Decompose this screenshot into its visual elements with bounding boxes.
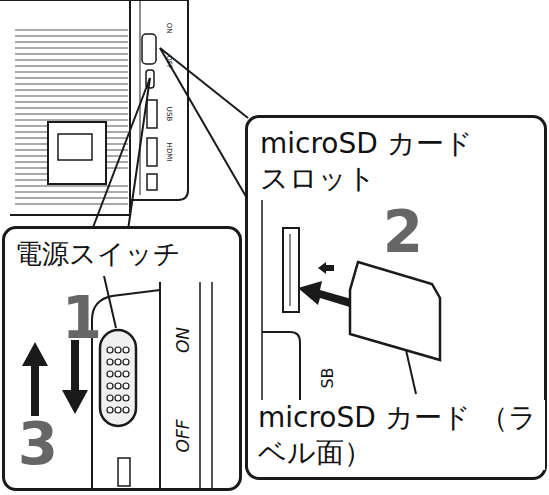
- port-label: ON: [175, 327, 192, 353]
- callout-number: 2: [383, 203, 423, 261]
- leader-lines: [92, 48, 248, 230]
- panel-ground: [246, 116, 545, 469]
- port-label: ON: [165, 23, 172, 34]
- callout-number: 1: [62, 289, 102, 347]
- callout-title: microSD カード スロット: [258, 126, 507, 196]
- port-label: USB: [165, 107, 172, 121]
- port-label: OFF: [165, 55, 172, 69]
- callout-panel: microSD カード スロット microSD カード （ラベル面）: [245, 115, 547, 480]
- device-body: [0, 0, 188, 215]
- slide-arrows: [22, 340, 88, 416]
- switch-zoom: [92, 276, 212, 488]
- callout-title: 電源スイッチ: [13, 237, 232, 271]
- panel-ground: [3, 227, 235, 490]
- callout-number: 3: [18, 415, 58, 473]
- port-label: OFF: [175, 420, 192, 453]
- callout-title: microSD カード （ラベル面）: [256, 400, 545, 470]
- port-label: HDMI: [165, 143, 172, 162]
- port-label: SB: [320, 367, 336, 388]
